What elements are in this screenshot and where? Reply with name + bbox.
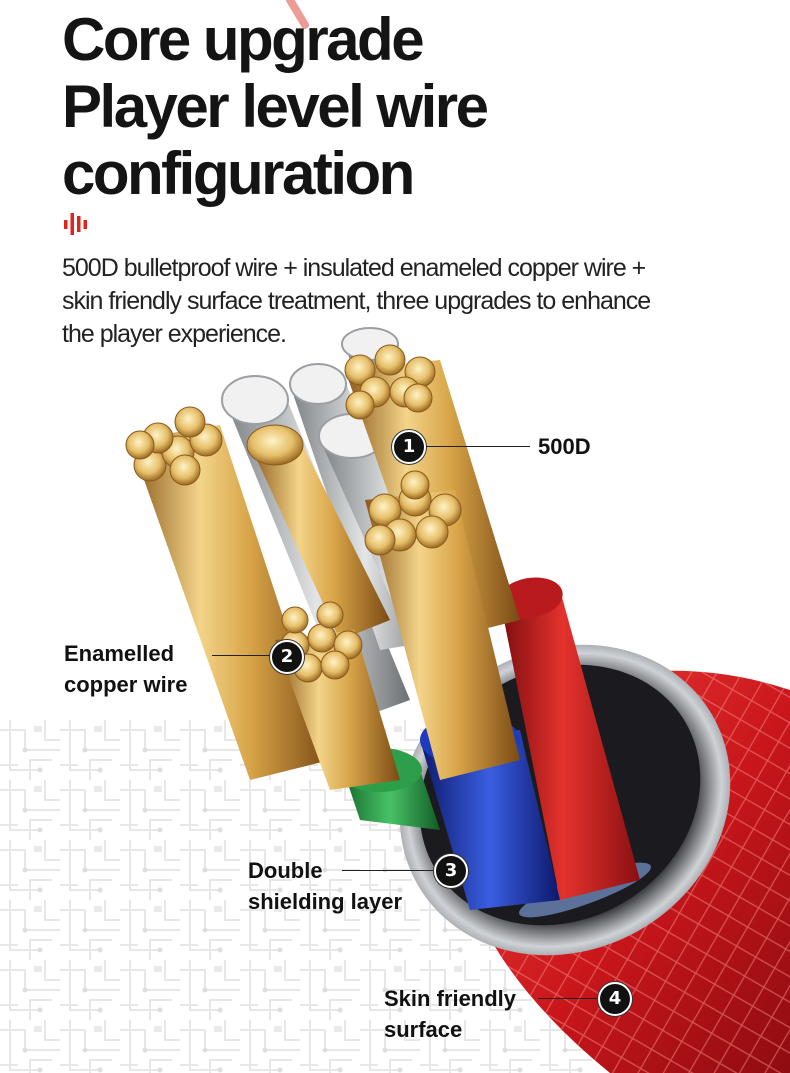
callout-3-text-line-2: shielding layer <box>248 889 403 914</box>
callout-badge-1: 1 <box>392 430 426 464</box>
callout-leader-1 <box>426 446 530 447</box>
callout-badge-2: 2 <box>270 640 304 674</box>
sound-bars-icon <box>64 213 87 235</box>
callout-label-enamelled-copper-wire: Enamelled copper wire <box>64 638 187 700</box>
callout-label-500d: 500D <box>538 431 591 462</box>
callout-leader-2 <box>212 655 272 656</box>
description-line-1: 500D bulletproof wire + insulated enamel… <box>62 254 646 282</box>
callout-2-text-line-2: copper wire <box>64 672 188 697</box>
headline-line-3: configuration <box>62 140 415 207</box>
callout-badge-4: 4 <box>598 982 632 1016</box>
callout-label-double-shielding-layer: Double shielding layer <box>248 855 402 917</box>
description-line-3: the player experience. <box>62 320 287 348</box>
description: 500D bulletproof wire + insulated enamel… <box>62 252 702 351</box>
description-line-2: skin friendly surface treatment, three u… <box>62 287 651 315</box>
callout-3-text-line-1: Double <box>248 858 323 883</box>
callout-1-text: 500D <box>538 434 591 459</box>
callout-2-text-line-1: Enamelled <box>64 641 175 666</box>
headline-line-1: Core upgrade <box>62 6 425 73</box>
callout-4-text-line-1: Skin friendly <box>384 986 517 1011</box>
callout-label-skin-friendly-surface: Skin friendly surface <box>384 983 516 1045</box>
headline-line-2: Player level wire <box>62 73 489 140</box>
callout-leader-4 <box>538 998 600 999</box>
callout-4-text-line-2: surface <box>384 1017 463 1042</box>
callout-leader-3 <box>342 870 436 871</box>
callout-badge-3: 3 <box>434 854 468 888</box>
headline: Core upgrade Player level wire configura… <box>62 6 489 207</box>
